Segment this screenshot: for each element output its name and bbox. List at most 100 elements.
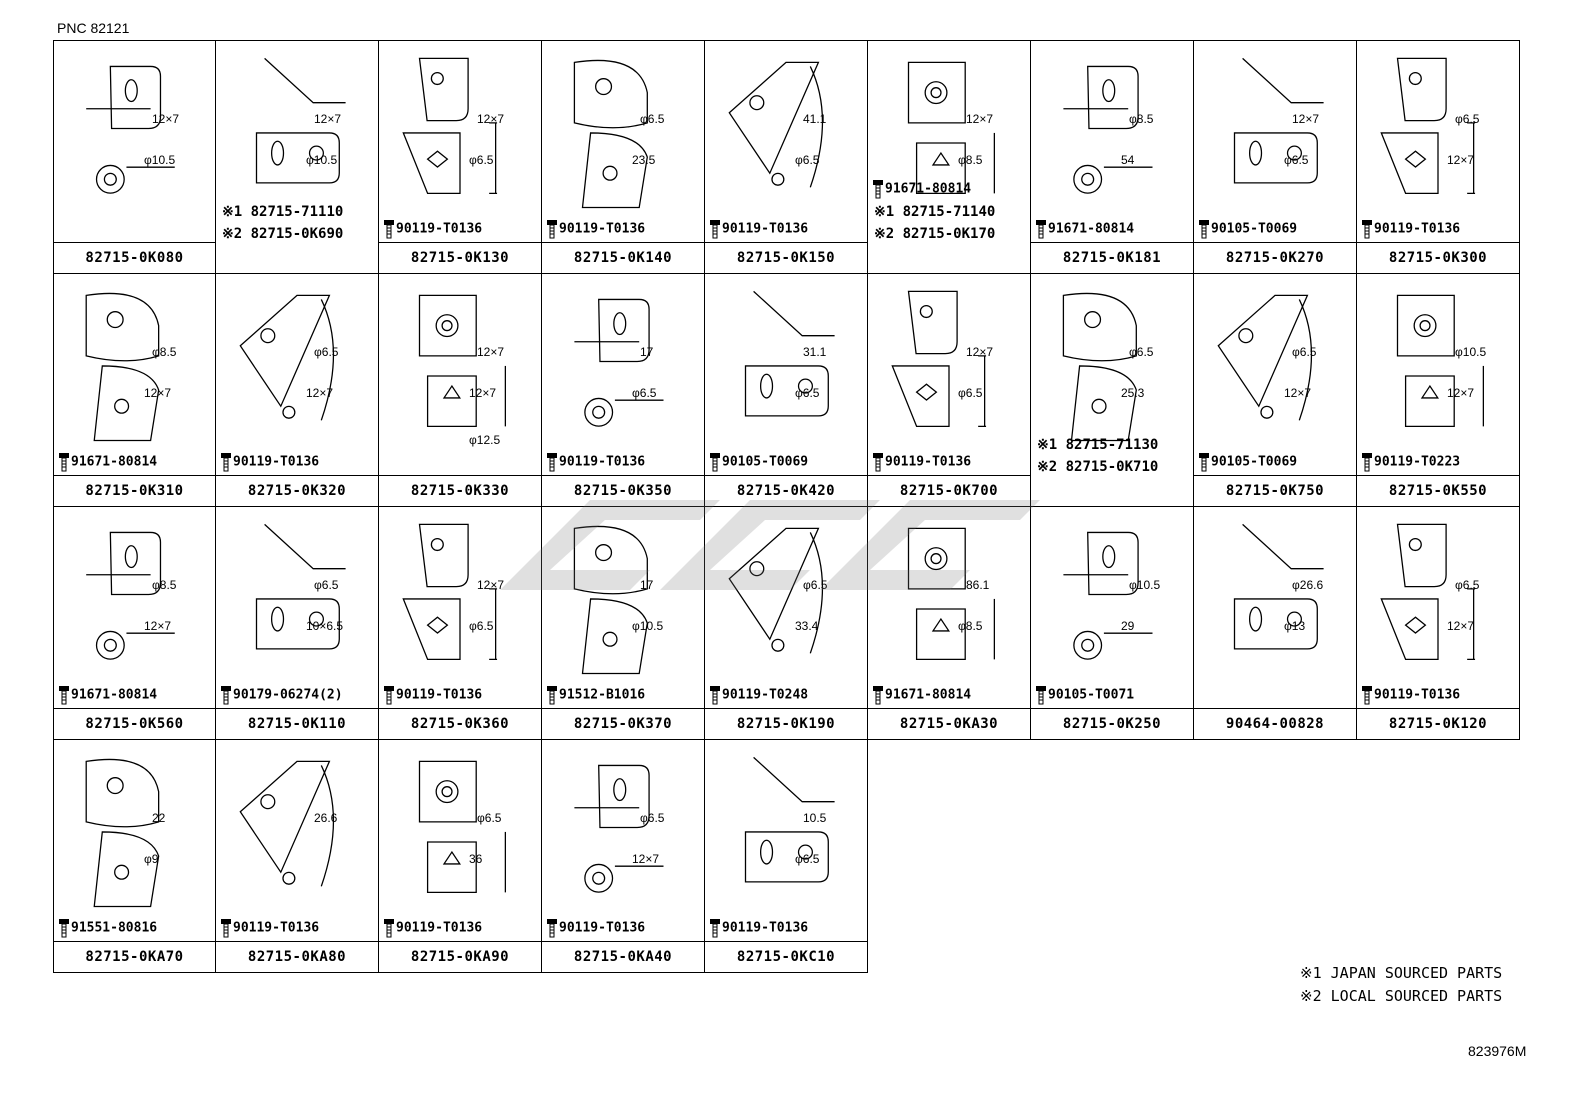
dimension-label: 12×7: [1284, 386, 1312, 400]
dimension-label: 12×7: [1447, 619, 1475, 633]
bracket-illustration: [86, 531, 175, 660]
part-number[interactable]: 82715-0K350: [542, 475, 704, 506]
bracket-illustration: [573, 59, 648, 209]
part-number[interactable]: 82715-0K140: [542, 242, 704, 273]
part-number[interactable]: 82715-0K150: [705, 242, 867, 273]
dimension-label: φ6.5: [469, 153, 494, 167]
bolt-part-number: 90119-T0136: [722, 221, 809, 237]
bolt-part-number: 90105-T0071: [1048, 687, 1135, 703]
bracket-illustration: [1217, 294, 1313, 421]
bracket-illustration: [255, 523, 346, 650]
part-number[interactable]: 82715-0KA90: [379, 941, 541, 972]
bolt-part-number: 90119-T0136: [396, 221, 483, 237]
part-number[interactable]: 82715-0K080: [54, 242, 215, 273]
bolt-callout: 90119-T0136: [708, 219, 808, 239]
dimension-label: φ26.6: [1292, 578, 1324, 592]
part-number[interactable]: 82715-0KA30: [868, 708, 1030, 739]
bolt-part-number: 90119-T0136: [722, 920, 809, 936]
dimension-label: φ6.5: [632, 386, 657, 400]
dimension-label: φ6.5: [958, 386, 983, 400]
part-number[interactable]: 82715-0K120: [1357, 708, 1519, 739]
bolt-callout: 90119-T0136: [382, 685, 482, 705]
sourced-part-numbers: ※1 82715-71140※2 82715-0K170: [874, 201, 995, 245]
bolt-callout: 90119-T0136: [219, 918, 319, 938]
dimension-label: φ6.5: [1455, 578, 1480, 592]
part-number[interactable]: 82715-0K300: [1357, 242, 1519, 273]
dimension-label: 33.4: [795, 619, 819, 633]
dimension-label: φ6.5: [477, 811, 502, 825]
part-number[interactable]: 82715-0K370: [542, 708, 704, 739]
dimension-label: 12×7: [632, 852, 660, 866]
sourced-part-numbers: ※1 82715-71130※2 82715-0K710: [1037, 434, 1158, 478]
part-number[interactable]: 82715-0K250: [1031, 708, 1193, 739]
bolt-callout: 90105-T0069: [708, 452, 808, 472]
bracket-illustration: [1380, 57, 1476, 195]
bolt-part-number: 90119-T0136: [559, 454, 646, 470]
dimension-label: φ6.5: [1455, 112, 1480, 126]
dimension-label: φ6.5: [469, 619, 494, 633]
bolt-callout: 91671-80814: [871, 685, 971, 705]
part-number[interactable]: 82715-0K360: [379, 708, 541, 739]
part-number[interactable]: 82715-0K700: [868, 475, 1030, 506]
bolt-callout: 90119-T0223: [1360, 452, 1460, 472]
dimension-label: 17: [640, 345, 654, 359]
bracket-illustration: [1063, 65, 1153, 194]
part-number[interactable]: 82715-0K130: [379, 242, 541, 273]
part-number[interactable]: 82715-0K420: [705, 475, 867, 506]
bolt-callout: 91512-B1016: [545, 685, 645, 705]
bolt-part-number: 90119-T0136: [559, 221, 646, 237]
bolt-callout: 90179-06274(2): [219, 685, 343, 705]
bracket-illustration: [1380, 523, 1476, 661]
part-number[interactable]: 82715-0K330: [379, 475, 541, 506]
bracket-illustration: [907, 527, 996, 661]
part-number[interactable]: 82715-0KA80: [216, 941, 378, 972]
part-number[interactable]: 82715-0K270: [1194, 242, 1356, 273]
part-number[interactable]: 82715-0K181: [1031, 242, 1193, 273]
bracket-illustration: [85, 292, 160, 442]
bolt-part-number: 90119-T0136: [233, 454, 320, 470]
part-number[interactable]: 90464-00828: [1194, 708, 1356, 739]
bolt-part-number: 91671-80814: [1048, 221, 1135, 237]
bolt-callout: 90119-T0136: [545, 918, 645, 938]
japan-part-number: ※1 82715-71140: [874, 204, 996, 220]
dimension-label: 17: [640, 578, 654, 592]
part-number[interactable]: 82715-0KC10: [705, 941, 867, 972]
bracket-illustration: [239, 294, 335, 421]
bolt-callout: 90119-T0136: [708, 918, 808, 938]
dimension-label: 29: [1121, 619, 1135, 633]
bolt-callout: 90119-T0136: [545, 219, 645, 239]
part-number[interactable]: 82715-0K750: [1194, 475, 1356, 506]
part-number[interactable]: 82715-0KA70: [54, 941, 215, 972]
dimension-label: φ8.5: [152, 345, 177, 359]
bolt-part-number: 90105-T0069: [1211, 221, 1298, 237]
bolt-callout: 91671-80814: [1034, 219, 1134, 239]
part-number[interactable]: 82715-0K110: [216, 708, 378, 739]
dimension-label: φ8.5: [958, 153, 983, 167]
dimension-label: φ10.5: [1129, 578, 1161, 592]
dimension-label: φ8.5: [1129, 112, 1154, 126]
japan-part-number: ※1 82715-71130: [1037, 437, 1159, 453]
part-number[interactable]: 82715-0K560: [54, 708, 215, 739]
part-number[interactable]: 82715-0K550: [1357, 475, 1519, 506]
dimension-label: 36: [469, 852, 483, 866]
dimension-label: 10×6.5: [306, 619, 344, 633]
bracket-illustration: [728, 527, 824, 654]
dimension-label: 54: [1121, 153, 1135, 167]
part-number[interactable]: 82715-0K320: [216, 475, 378, 506]
part-number[interactable]: 82715-0KA40: [542, 941, 704, 972]
part-number[interactable]: 82715-0K190: [705, 708, 867, 739]
dimension-label: φ6.5: [795, 386, 820, 400]
bolt-part-number: 90119-T0136: [885, 454, 972, 470]
part-number[interactable]: 82715-0K310: [54, 475, 215, 506]
dimension-label: 26.6: [314, 811, 338, 825]
